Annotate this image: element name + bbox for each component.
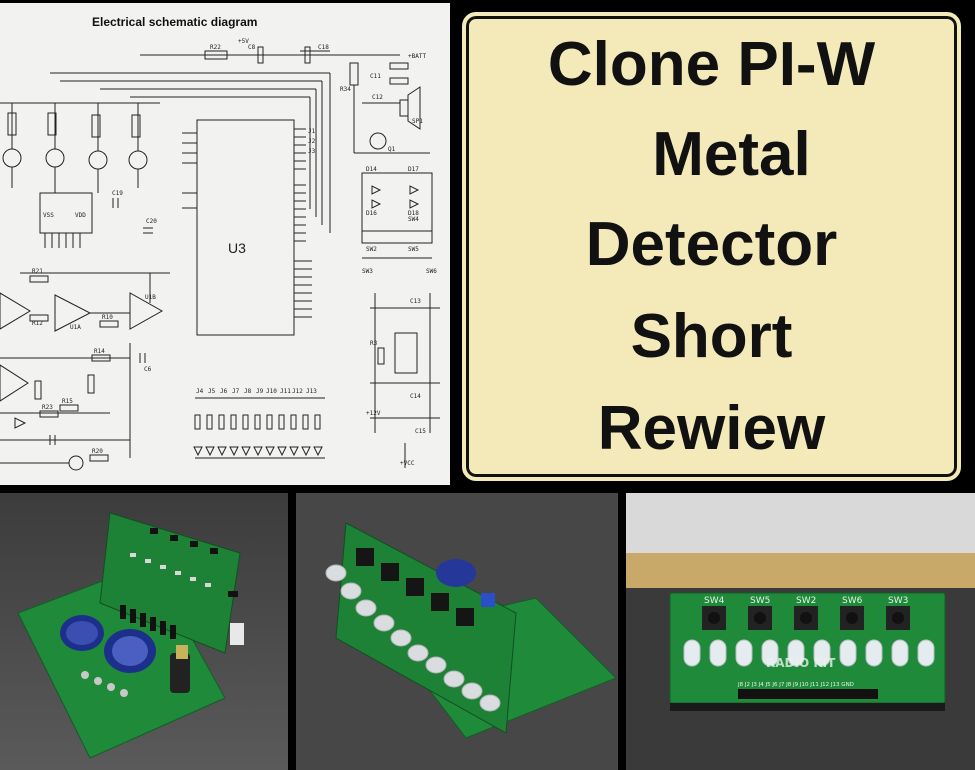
schematic-label-c6: C6 — [144, 366, 152, 373]
schematic-label-u1a: U1A — [70, 324, 81, 331]
schematic-label-vss: VSS — [43, 212, 54, 219]
schematic-label-c18: C18 — [318, 44, 329, 51]
schematic-label-r12: R12 — [32, 320, 43, 327]
schematic-label-j12: J12 — [292, 388, 303, 395]
schematic-label-j5: J5 — [208, 388, 216, 395]
schematic-label-j3: J3 — [308, 148, 316, 155]
schematic-label-j13: J13 — [306, 388, 317, 395]
pcb-label-sw4: SW4 — [704, 596, 725, 606]
schematic-label-c19: C19 — [112, 190, 123, 197]
schematic-label-j10: J10 — [266, 388, 277, 395]
schematic-label-r34: R34 — [340, 86, 351, 93]
schematic-label-j1: J1 — [308, 128, 316, 135]
schematic-label-r10: R10 — [102, 314, 113, 321]
schematic-label-u1b: U1B — [145, 294, 156, 301]
schematic-label-j6: J6 — [220, 388, 228, 395]
schematic-label-batt: +BATT — [408, 53, 426, 60]
schematic-label-sw2: SW2 — [366, 246, 377, 253]
schematic-label-d17: D17 — [408, 166, 419, 173]
schematic-label-j9: J9 — [256, 388, 264, 395]
schematic-label-sw6: SW6 — [426, 268, 437, 275]
pcb-label-sw5: SW5 — [750, 596, 770, 606]
schematic-label-c15: C15 — [415, 428, 426, 435]
schematic-label-sw5: SW5 — [408, 246, 419, 253]
schematic-label-5v: +5V — [238, 38, 249, 45]
schematic-label-j4: J4 — [196, 388, 204, 395]
pcb-label-radio-kit: RADIO KIT — [766, 656, 836, 670]
schematic-chip — [196, 119, 295, 336]
schematic-label-d16: D16 — [366, 210, 377, 217]
schematic-label-d14: D14 — [366, 166, 377, 173]
pcb-label-pins: J8 J2 J3 J4 J5 J6 J7 J8 J9 J10 J11 J12 J… — [737, 682, 854, 688]
schematic-label-c12: C12 — [372, 94, 383, 101]
title-line-5: Rewiew — [597, 394, 826, 463]
title-card: Clone PI-W Metal Detector Short Rewiew — [462, 12, 961, 481]
schematic-title: Electrical schematic diagram — [92, 15, 258, 29]
schematic-label-r22: R22 — [210, 44, 221, 51]
schematic-label-c8: C8 — [248, 44, 256, 51]
pcb-label-sw6: SW6 — [842, 596, 863, 606]
schematic-label-c13: C13 — [410, 298, 421, 305]
schematic-label-sp1: SP1 — [412, 118, 423, 125]
schematic-label-q1: Q1 — [388, 146, 396, 153]
schematic-label-j2: J2 — [308, 138, 316, 145]
schematic-label-sw3: SW3 — [362, 268, 373, 275]
schematic-label-sw4: SW4 — [408, 216, 419, 223]
schematic-label-r14: R14 — [94, 348, 105, 355]
title-line-3: Detector — [585, 210, 838, 279]
schematic-label-c20: C20 — [146, 218, 157, 225]
schematic-label-vdd: VDD — [75, 212, 86, 219]
title-line-2: Metal — [652, 120, 811, 189]
schematic-label-12v: +12V — [366, 410, 381, 417]
schematic-label-c11: C11 — [370, 73, 381, 80]
photo-board-front: SW4 SW5 SW2 SW6 SW3 RADIO KIT J8 J2 J3 J… — [626, 493, 975, 770]
photo-board-capacitors — [0, 493, 288, 770]
schematic-label-vcc: +VCC — [400, 460, 415, 467]
schematic-label-r23: R23 — [42, 404, 53, 411]
schematic-label-d18: D18 — [408, 210, 419, 217]
schematic-label-r20: R20 — [92, 448, 103, 455]
schematic-chip-label: U3 — [228, 240, 246, 256]
photo-board-leds — [296, 493, 618, 770]
pcb-label-sw2: SW2 — [796, 596, 816, 606]
pcb-label-sw3: SW3 — [888, 596, 908, 606]
schematic-panel: Electrical schematic diagram — [0, 3, 450, 485]
schematic-label-j7: J7 — [232, 388, 240, 395]
schematic-label-r3: R3 — [370, 340, 378, 347]
title-panel: Clone PI-W Metal Detector Short Rewiew — [458, 8, 965, 485]
schematic-label-c14: C14 — [410, 393, 421, 400]
title-line-1: Clone PI-W — [547, 30, 876, 99]
title-line-4: Short — [630, 302, 793, 371]
schematic-label-r15: R15 — [62, 398, 73, 405]
schematic-label-r21: R21 — [32, 268, 43, 275]
schematic-label-j11: J11 — [280, 388, 291, 395]
schematic-diagram: U3 +5V +BATT C18 C8 C11 C12 SP1 Q1 R34 V… — [0, 38, 440, 471]
schematic-label-j8: J8 — [244, 388, 252, 395]
